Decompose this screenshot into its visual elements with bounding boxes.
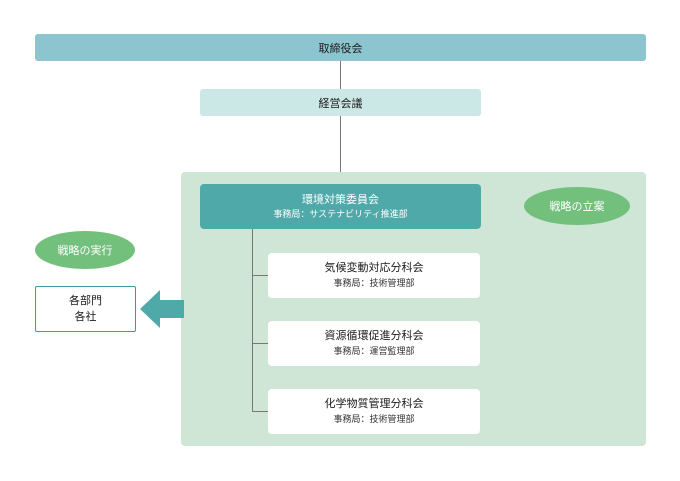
connector-branch-1 — [252, 275, 268, 276]
committee-secretariat: 事務局：サステナビリティ推進部 — [273, 209, 408, 220]
connector-branch-3 — [252, 411, 268, 412]
subcommittee-secretariat: 事務局：運営監理部 — [333, 347, 415, 357]
subcommittee-box-chemical: 化学物質管理分科会 事務局：技術管理部 — [268, 389, 480, 434]
arrow-left-icon — [140, 290, 184, 328]
subcommittee-title: 資源循環促進分科会 — [324, 329, 424, 342]
strategy-execution-label: 戦略の実行 — [57, 244, 113, 257]
subcommittee-title: 化学物質管理分科会 — [324, 397, 424, 410]
connector-tree-trunk — [252, 229, 253, 412]
subcommittee-box-climate: 気候変動対応分科会 事務局：技術管理部 — [268, 253, 480, 298]
connector-board-to-management — [340, 61, 341, 89]
connector-branch-2 — [252, 343, 268, 344]
management-meeting-box: 経営会議 — [200, 89, 481, 116]
board-label: 取締役会 — [318, 41, 363, 55]
environmental-committee-box: 環境対策委員会 事務局：サステナビリティ推進部 — [200, 184, 481, 229]
committee-title: 環境対策委員会 — [302, 192, 379, 206]
departments-line1: 各部門 — [69, 294, 102, 307]
departments-line2: 各社 — [74, 310, 97, 323]
management-label: 経営会議 — [318, 96, 363, 110]
subcommittee-secretariat: 事務局：技術管理部 — [333, 415, 415, 425]
strategy-planning-badge: 戦略の立案 — [524, 187, 630, 225]
subcommittee-title: 気候変動対応分科会 — [324, 261, 424, 274]
subcommittee-secretariat: 事務局：技術管理部 — [333, 279, 415, 289]
strategy-planning-label: 戦略の立案 — [549, 200, 605, 213]
strategy-execution-badge: 戦略の実行 — [35, 231, 135, 269]
departments-box: 各部門 各社 — [35, 286, 136, 332]
board-of-directors-box: 取締役会 — [35, 34, 646, 61]
connector-management-to-committee — [340, 116, 341, 184]
arrow-shape — [140, 290, 184, 328]
subcommittee-box-resource: 資源循環促進分科会 事務局：運営監理部 — [268, 321, 480, 366]
